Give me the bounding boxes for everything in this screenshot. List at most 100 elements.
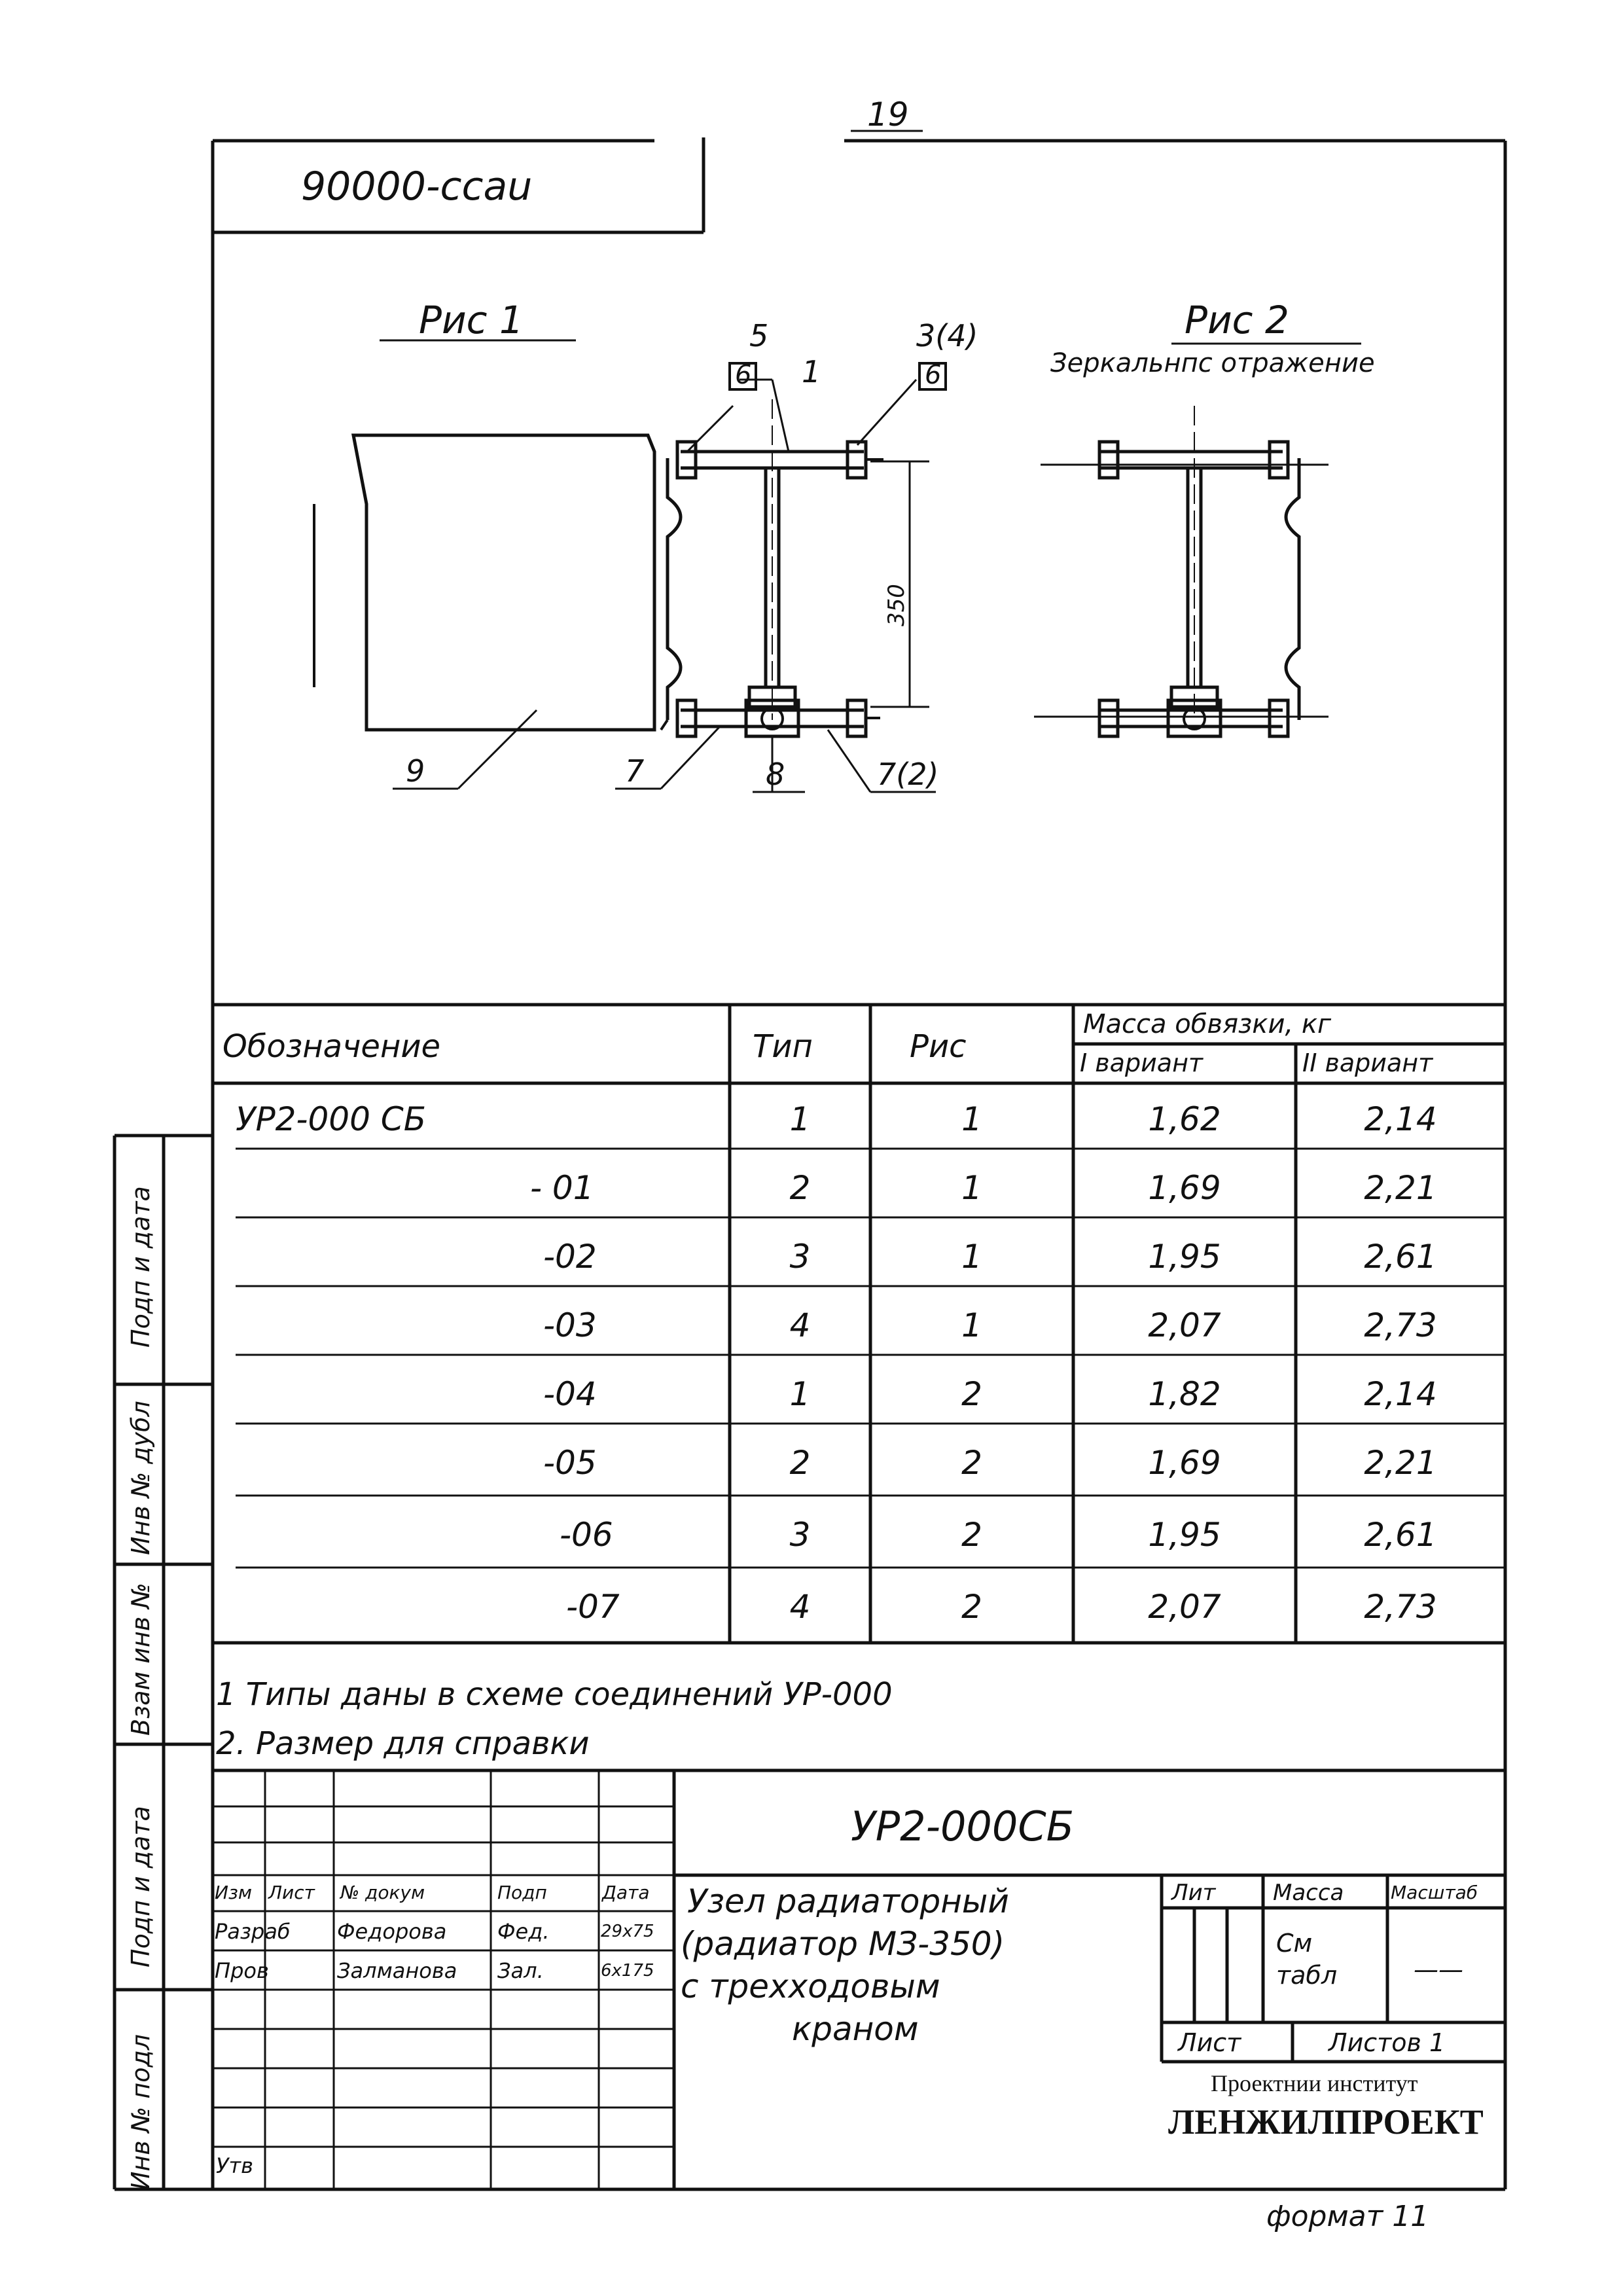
col-header-designation: Обозначение — [223, 1028, 441, 1065]
callout-9: 9 — [406, 753, 425, 789]
page-number: 19 — [867, 96, 909, 134]
tb-mass-value: См табл — [1276, 1929, 1338, 1990]
fig1-title: Рис 1 — [419, 298, 524, 342]
tb-col-doc: № докум — [340, 1882, 425, 1903]
side-label-1: Подп и дата — [126, 1186, 155, 1348]
callout-8: 8 — [766, 757, 785, 792]
top-stamp: 90000-ccau — [301, 164, 533, 209]
fig2-drawing — [1034, 406, 1329, 738]
tb-scale-label: Масштаб — [1391, 1882, 1478, 1903]
tb-lit-label: Лит — [1171, 1880, 1216, 1906]
row-fig: 1 — [961, 1238, 982, 1276]
row-type: 3 — [789, 1238, 811, 1276]
title-line-2: (радиатор МЗ-350) — [681, 1925, 1005, 1963]
tb-col-sign: Подп — [497, 1882, 547, 1903]
row-type: 2 — [789, 1444, 811, 1482]
dimension-350: 350 — [883, 584, 910, 626]
side-label-2: Инв № дубл — [126, 1401, 155, 1555]
row-variant1: 1,82 — [1148, 1375, 1221, 1413]
row-designation: -03 — [543, 1306, 597, 1344]
row-variant2: 2,21 — [1364, 1169, 1437, 1207]
format-label: формат 11 — [1266, 2200, 1429, 2233]
row-variant1: 2,07 — [1148, 1306, 1221, 1344]
callout-1: 1 — [802, 354, 821, 389]
row-designation: - 01 — [530, 1169, 594, 1207]
tb-role-developer: Разраб — [215, 1919, 291, 1944]
callout-6a: 6 — [735, 360, 752, 390]
row-designation: УР2-000 СБ — [236, 1100, 427, 1138]
row-variant2: 2,14 — [1364, 1375, 1437, 1413]
tb-name-developer: Федорова — [337, 1919, 447, 1944]
callout-6b: 6 — [925, 360, 942, 390]
tb-approved: Утв — [216, 2153, 253, 2178]
row-variant1: 1,95 — [1148, 1238, 1221, 1276]
tb-sign-checker: Зал. — [497, 1958, 544, 1983]
row-variant1: 1,62 — [1148, 1100, 1221, 1138]
title-line-3: с трехходовым — [681, 1967, 940, 2005]
callout-3-4: 3(4) — [916, 318, 978, 353]
col-header-variant1: I вариант — [1080, 1049, 1204, 1077]
row-designation: -06 — [560, 1516, 613, 1554]
fig2-subtitle: Зеркальнпс отражение — [1050, 348, 1375, 378]
row-variant2: 2,73 — [1364, 1306, 1437, 1344]
row-fig: 2 — [961, 1375, 982, 1413]
row-variant2: 2,61 — [1364, 1238, 1437, 1276]
row-type: 2 — [789, 1169, 811, 1207]
note-2: 2. Размер для справки — [216, 1725, 590, 1762]
row-type: 4 — [789, 1588, 811, 1626]
tb-date-checker: 6x175 — [601, 1961, 654, 1981]
tb-col-date: Дата — [602, 1882, 650, 1903]
side-label-3: Взам инв № — [126, 1583, 155, 1736]
callout-7: 7 — [625, 753, 645, 789]
row-fig: 2 — [961, 1444, 982, 1482]
row-variant1: 1,95 — [1148, 1516, 1221, 1554]
row-fig: 1 — [961, 1100, 982, 1138]
tb-role-checker: Пров — [215, 1958, 269, 1983]
row-designation: -07 — [566, 1588, 620, 1626]
tb-sheets-label: Листов 1 — [1329, 2028, 1446, 2057]
row-designation: -05 — [543, 1444, 597, 1482]
row-fig: 2 — [961, 1588, 982, 1626]
fig1-drawing — [313, 362, 947, 793]
row-variant1: 1,69 — [1148, 1444, 1221, 1482]
row-type: 1 — [789, 1100, 811, 1138]
row-designation: -02 — [543, 1238, 597, 1276]
tb-col-izm: Изм — [215, 1882, 252, 1903]
row-type: 1 — [789, 1375, 811, 1413]
side-label-4: Подп и дата — [126, 1806, 155, 1967]
fig2-title: Рис 2 — [1185, 298, 1289, 342]
tb-col-list: Лист — [268, 1882, 315, 1903]
row-variant2: 2,61 — [1364, 1516, 1437, 1554]
row-fig: 2 — [961, 1516, 982, 1554]
col-header-mass: Масса обвязки, кг — [1083, 1009, 1332, 1039]
org-line-2: ЛЕНЖИЛПРОЕКТ — [1168, 2102, 1484, 2142]
doc-code: УР2-000СБ — [851, 1803, 1075, 1850]
row-variant1: 1,69 — [1148, 1169, 1221, 1207]
tb-sign-developer: Фед. — [497, 1919, 550, 1944]
tb-mass-label: Масса — [1273, 1880, 1344, 1906]
tb-name-checker: Залманова — [337, 1958, 457, 1983]
row-fig: 1 — [961, 1306, 982, 1344]
side-label-5: Инв № подл — [126, 2034, 155, 2190]
row-variant2: 2,21 — [1364, 1444, 1437, 1482]
note-1: 1 Типы даны в схеме соединений УР-000 — [216, 1676, 893, 1713]
tb-date-developer: 29x75 — [601, 1922, 654, 1941]
row-variant1: 2,07 — [1148, 1588, 1221, 1626]
row-variant2: 2,14 — [1364, 1100, 1437, 1138]
row-designation: -04 — [543, 1375, 597, 1413]
callout-7-2: 7(2) — [877, 757, 939, 792]
tb-scale-value: —— — [1414, 1955, 1463, 1984]
row-variant2: 2,73 — [1364, 1588, 1437, 1626]
row-type: 4 — [789, 1306, 811, 1344]
tb-sheet-label: Лист — [1178, 2028, 1241, 2057]
col-header-fig: Рис — [910, 1028, 967, 1065]
row-fig: 1 — [961, 1169, 982, 1207]
title-line-1: Узел радиаторный — [687, 1882, 1009, 1920]
callout-5: 5 — [749, 318, 769, 353]
row-type: 3 — [789, 1516, 811, 1554]
col-header-type: Тип — [753, 1028, 813, 1065]
org-line-1: Проектнии институт — [1211, 2070, 1418, 2096]
col-header-variant2: II вариант — [1302, 1049, 1433, 1077]
title-line-4: краном — [792, 2010, 919, 2048]
